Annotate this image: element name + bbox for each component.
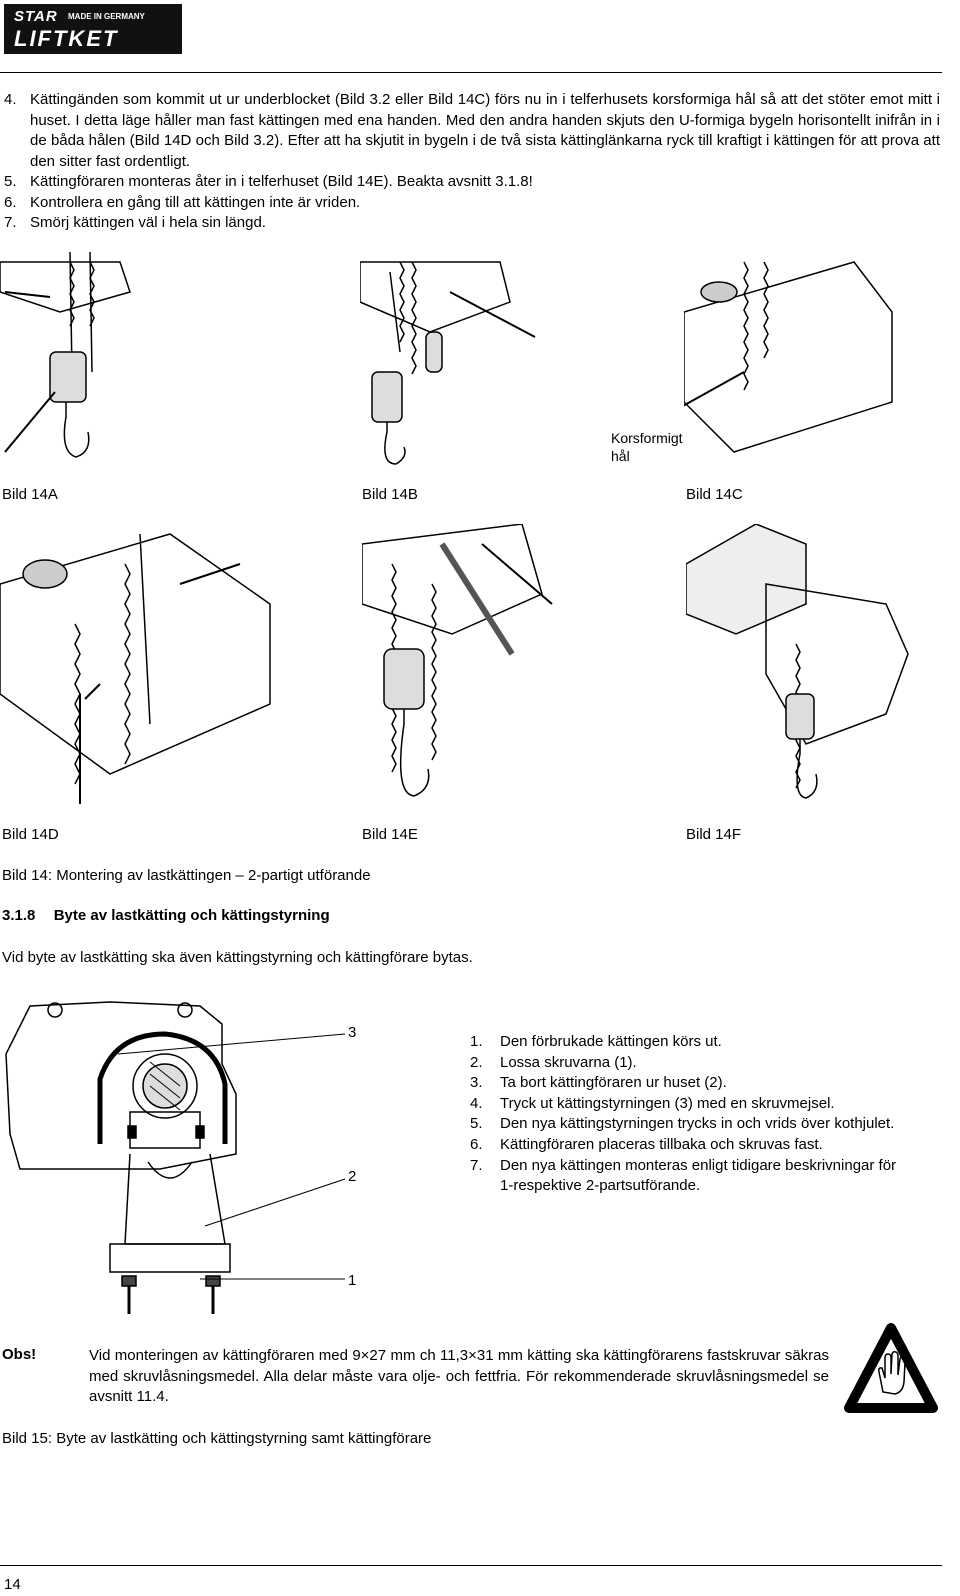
illustration-14f [686,524,909,799]
illustration-14e [362,524,553,797]
list-item: 2.Lossa skruvarna (1). [470,1053,637,1071]
callout-3: 3 [348,1024,357,1041]
list-item: 1.Den förbrukade kättingen körs ut. [470,1033,722,1050]
list-item: 5.Den nya kättingstyrningen trycks in oc… [470,1115,895,1133]
section-heading: 3.1.8 Byte av lastkätting och kättingsty… [2,907,330,924]
company-logo: STAR MADE IN GERMANY LIFTKET [4,4,182,54]
logo-tagline: MADE IN GERMANY [68,12,145,21]
callout-cross-hole: Korsformigt hål [611,430,683,464]
step-item: 5.Kättingföraren monteras åter in i telf… [4,173,533,190]
logo-bottom-text: LIFTKET [14,26,119,51]
steps-list: 4.Kättingänden som kommit ut ur underblo… [4,90,940,234]
list-item: 3.Ta bort kättingföraren ur huset (2). [470,1074,727,1092]
obs-label: Obs! [2,1346,37,1363]
step-item: 6.Kontrollera en gång till att kättingen… [4,193,361,211]
figure-label: Bild 14C [686,486,743,503]
figure-15-caption: Bild 15: Byte av lastkätting och kätting… [2,1430,432,1447]
list-item: 4.Tryck ut kättingstyrningen (3) med en … [470,1094,835,1112]
list-item: 7.Den nya kättingen monteras enligt tidi… [470,1156,897,1195]
page-number: 14 [4,1576,21,1593]
illustration-14b [360,261,536,465]
section-number: 3.1.8 [2,907,36,924]
figure-label: Bild 14D [2,826,59,843]
callout-1: 1 [348,1272,357,1289]
illustration-14d [0,533,271,804]
figure-label: Bild 14B [362,486,418,503]
logo-top-text: STAR [14,8,58,25]
warning-hand-icon [844,1323,938,1413]
figure-label: Bild 14A [2,486,58,503]
callout-2: 2 [348,1168,357,1185]
footer-rule [0,1565,942,1566]
section-intro: Vid byte av lastkätting ska även kätting… [2,949,473,966]
section-title: Byte av lastkätting och kättingstyrning [53,907,330,924]
obs-text: Vid monteringen av kättingföraren med 9×… [89,1347,829,1406]
illustration-15 [5,1001,346,1314]
figure-14-caption: Bild 14: Montering av lastkättingen – 2-… [2,867,371,884]
illustration-14c [684,261,893,453]
header-rule [0,72,942,73]
figure-label: Bild 14E [362,826,418,843]
list-item: 6.Kättingföraren placeras tillbaka och s… [470,1135,823,1153]
step-item: 4.Kättingänden som kommit ut ur underblo… [4,91,940,170]
figure-label: Bild 14F [686,826,742,843]
procedure-list: 1.Den förbrukade kättingen körs ut. 2.Lo… [470,1032,910,1197]
step-item: 7.Smörj kättingen väl i hela sin längd. [4,214,266,231]
illustration-14a [0,252,131,458]
